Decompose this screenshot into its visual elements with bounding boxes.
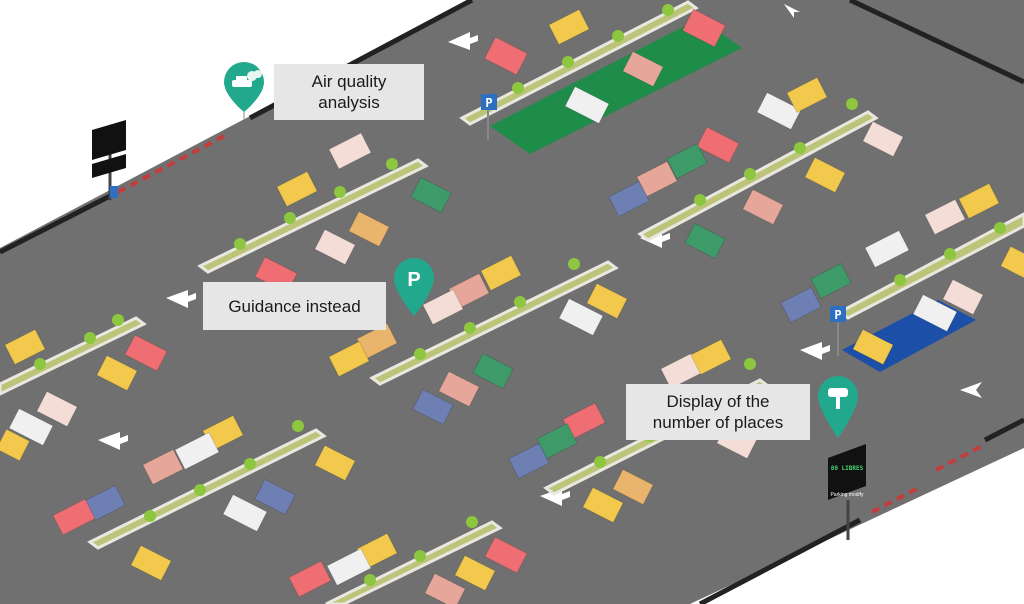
- air-quality-marker[interactable]: [224, 62, 264, 120]
- svg-text:P: P: [485, 96, 492, 110]
- guidance-marker[interactable]: P: [394, 258, 434, 316]
- display-caption: Parking modify: [830, 492, 864, 498]
- callout-air-quality: Air quality analysis: [274, 64, 424, 120]
- sign-pin-icon: [828, 388, 848, 409]
- display-count: 80 LIBRES: [831, 465, 864, 472]
- ev-parking-zone: [490, 18, 742, 154]
- callout-guidance: Guidance instead: [203, 282, 386, 330]
- entrance-billboard: [92, 120, 126, 200]
- road-arrows: [98, 4, 982, 506]
- availability-display-sign: 80 LIBRES Parking modify: [828, 444, 866, 540]
- svg-text:P: P: [834, 308, 841, 322]
- callout-display-places: Display of the number of places: [626, 384, 810, 440]
- parked-cars: [0, 8, 1024, 604]
- parking-pin-icon: P: [407, 269, 420, 291]
- display-marker[interactable]: [818, 376, 858, 438]
- entrance-barrier: [117, 132, 983, 514]
- parking-sign-right: P: [830, 306, 846, 356]
- trees: [34, 4, 1006, 586]
- car-cloud-icon: [232, 70, 262, 87]
- parking-sign-top: P: [481, 94, 497, 140]
